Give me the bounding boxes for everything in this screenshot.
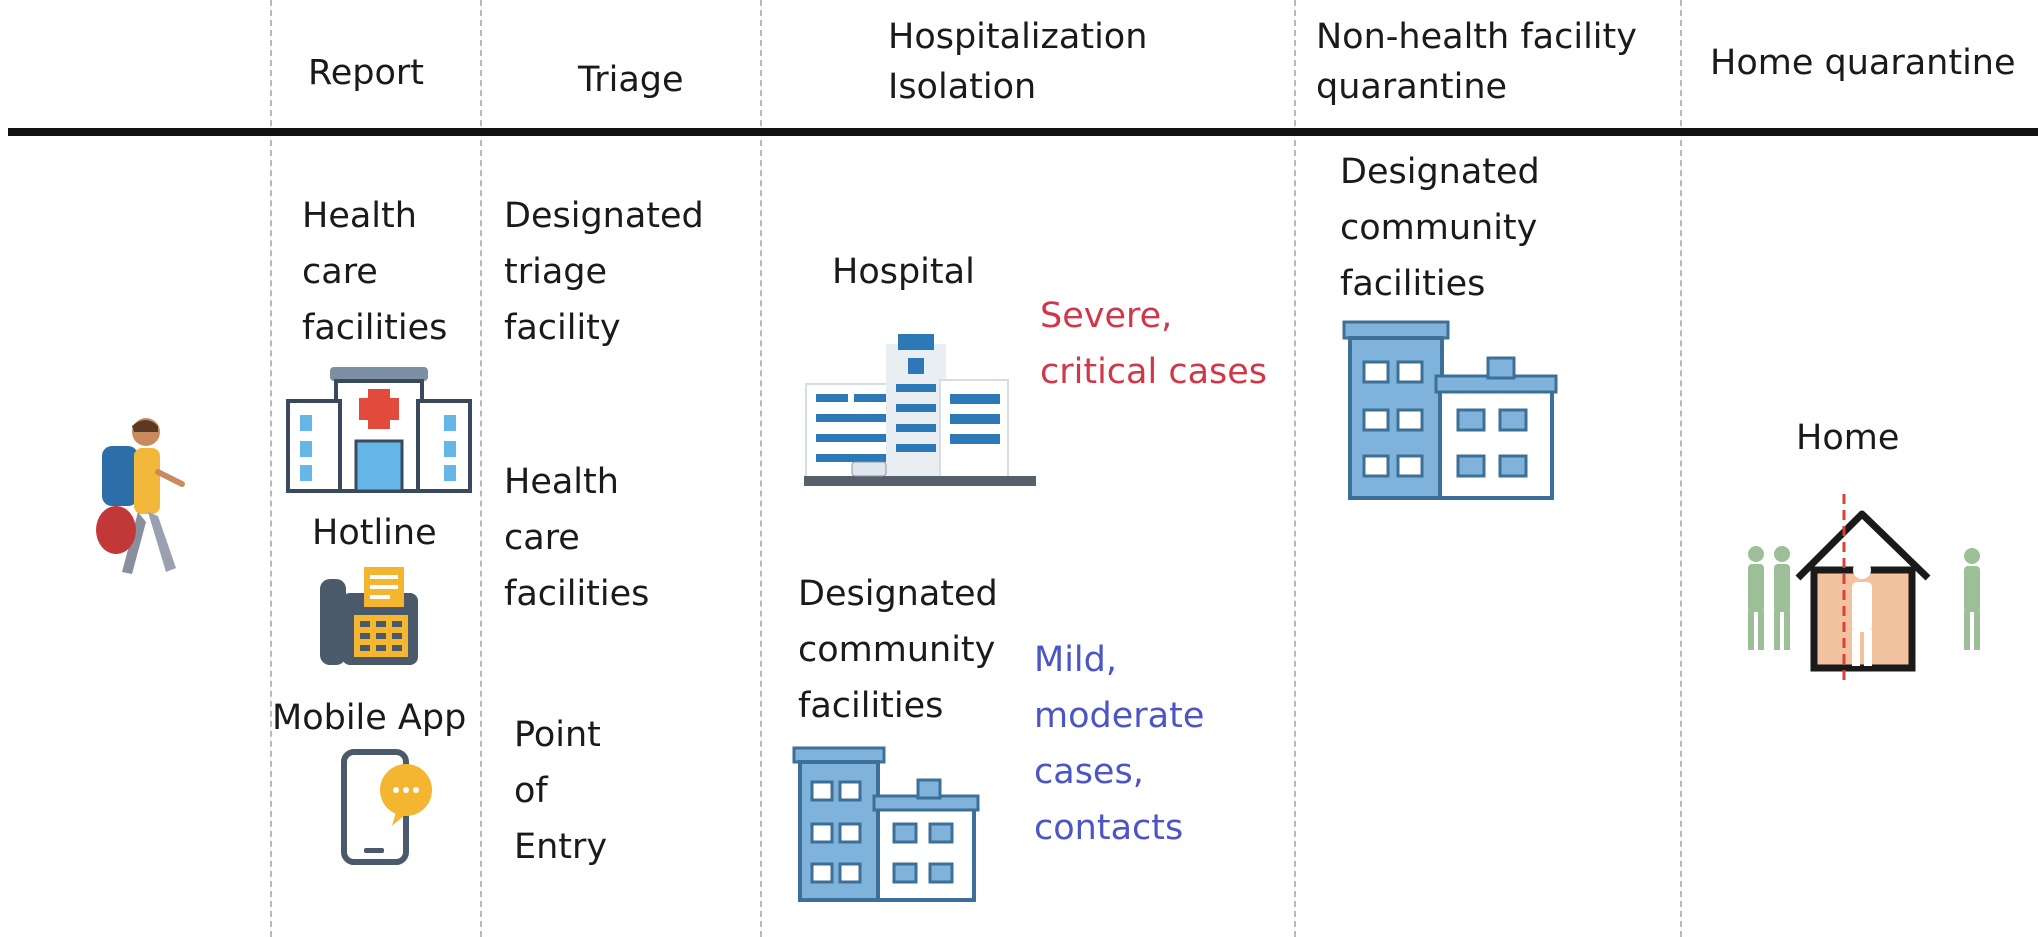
column-divider [760,0,762,937]
header-home-quarantine: Home quarantine [1710,43,2016,83]
hospital-building-icon [804,334,1036,486]
community-facility-icon [1342,320,1558,500]
header-triage: Triage [578,60,684,100]
home-label: Home [1796,418,1900,458]
hospital-label: Hospital [832,252,975,292]
report-mobile-app: Mobile App [272,698,467,738]
severe-critical-label: Severe,critical cases [1040,296,1268,392]
header-report: Report [308,53,425,93]
home-quarantine-icon [1748,494,1980,686]
header-rule [8,128,2038,136]
mobile-phone-icon [341,749,432,865]
community-facility-icon [792,746,980,902]
column-divider [1680,0,1682,937]
health-facility-icon [286,367,472,493]
telephone-icon [320,567,418,665]
traveller-icon [96,418,185,574]
column-divider [1294,0,1296,937]
report-hotline: Hotline [312,513,437,553]
column-divider [270,0,272,937]
column-divider [480,0,482,937]
